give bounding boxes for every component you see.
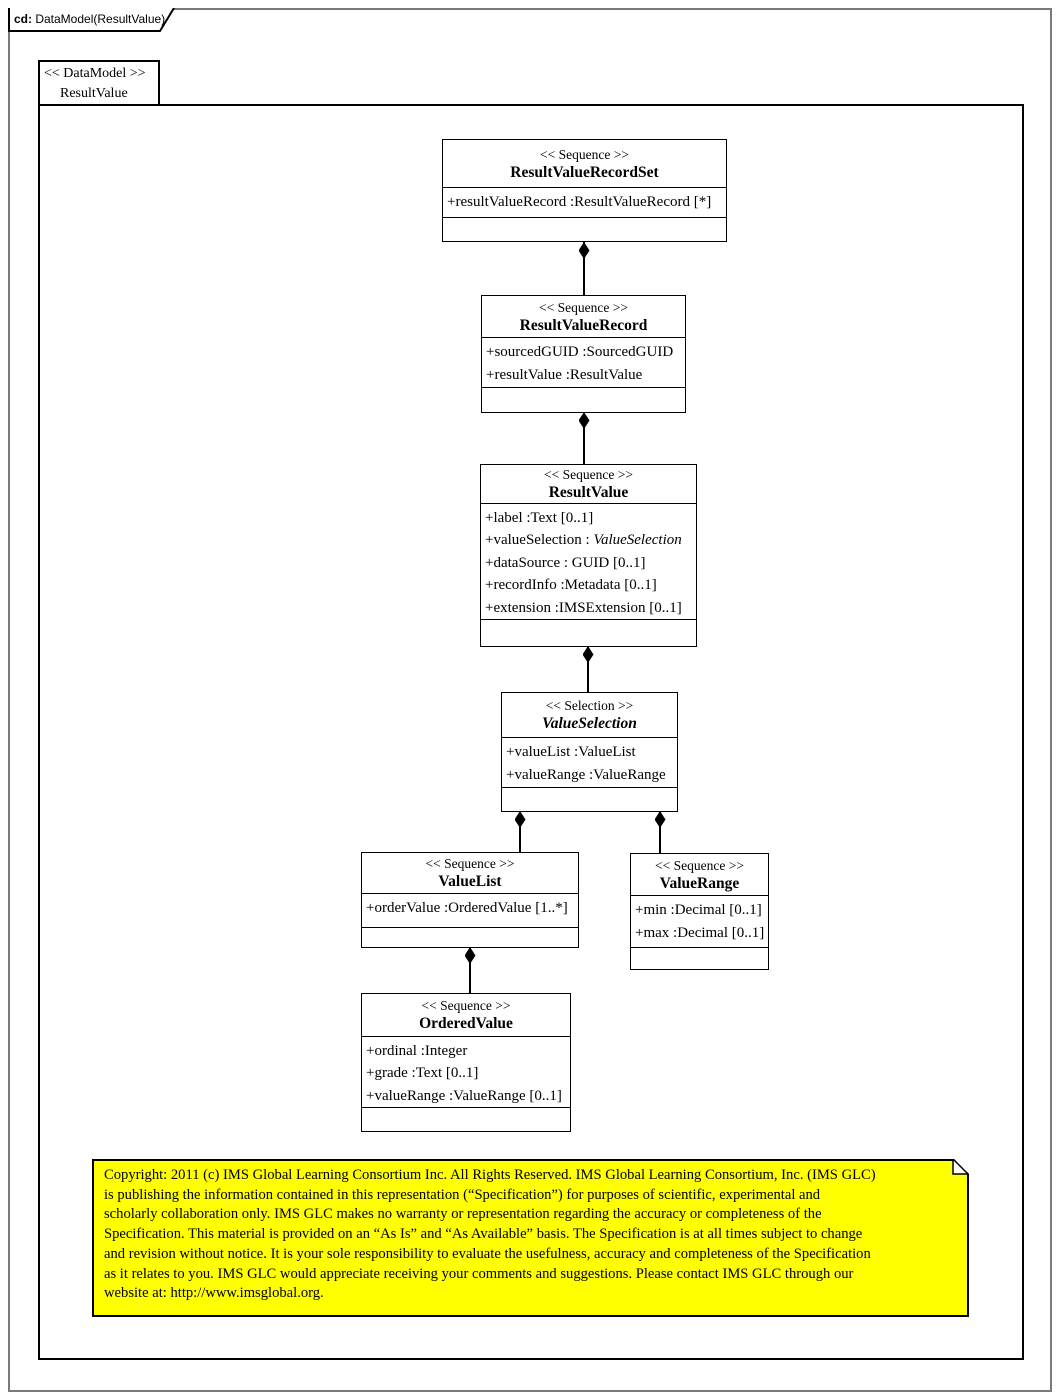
attributes-compartment: +resultValueRecord :ResultValueRecord [*… xyxy=(443,188,726,218)
composition-diamond-icon xyxy=(654,811,666,828)
class-header: << Sequence >> ResultValueRecord xyxy=(482,296,685,338)
connector-line xyxy=(583,242,585,295)
composition-resultvaluerecord-resultvalue[interactable] xyxy=(578,412,590,464)
composition-resultvalue-valueselection[interactable] xyxy=(582,646,594,692)
attributes-compartment: +valueList :ValueList +valueRange :Value… xyxy=(502,738,677,788)
composition-diamond-icon xyxy=(514,811,526,828)
note-background xyxy=(92,1159,969,1317)
attributes-compartment: +ordinal :Integer +grade :Text [0..1] +v… xyxy=(362,1037,570,1108)
class-name: ValueSelection xyxy=(542,715,637,732)
frame-stereotype: << DataModel >> xyxy=(44,66,146,81)
stereotype-label: << Sequence >> xyxy=(421,997,511,1013)
class-valuelist[interactable]: << Sequence >> ValueList +orderValue :Or… xyxy=(361,852,579,948)
attribute: +dataSource : GUID [0..1] xyxy=(485,554,646,571)
attribute: +resultValue :ResultValue xyxy=(486,366,643,383)
class-header: << Sequence >> OrderedValue xyxy=(362,994,570,1037)
connector-line xyxy=(587,646,589,692)
operations-compartment xyxy=(362,928,578,947)
attributes-compartment: +sourcedGUID :SourcedGUID +resultValue :… xyxy=(482,338,685,388)
composition-valuelist-orderedvalue[interactable] xyxy=(464,947,476,993)
class-name: ResultValue xyxy=(548,483,629,501)
composition-resultvaluerecordset-resultvaluerecord[interactable] xyxy=(578,242,590,295)
stereotype-label: << Selection >> xyxy=(545,698,634,713)
composition-diamond-icon xyxy=(578,242,590,259)
attribute: +orderValue :OrderedValue [1..*] xyxy=(366,900,568,916)
attribute: +valueSelection : ValueSelection xyxy=(485,532,682,548)
connector-line xyxy=(583,412,585,464)
operations-compartment xyxy=(362,1108,570,1131)
tab-outline-shape xyxy=(8,8,175,32)
operations-compartment xyxy=(502,788,677,811)
note-fold-corner-icon xyxy=(952,1159,969,1175)
attribute: +resultValueRecord :ResultValueRecord [*… xyxy=(447,194,712,210)
class-header: << Sequence >> ValueList xyxy=(362,853,578,894)
note-line: website at: http://www.imsglobal.org. xyxy=(104,1285,324,1302)
attribute: +valueList :ValueList xyxy=(506,744,636,760)
stereotype-label: << Sequence >> xyxy=(544,466,633,482)
operations-compartment xyxy=(631,948,768,969)
note-text: Copyright: 2011 (c) IMS Global Learning … xyxy=(92,1159,969,1317)
note-line: Copyright: 2011 (c) IMS Global Learning … xyxy=(104,1167,876,1183)
italic-type-ref: ValueSelection xyxy=(593,532,682,548)
diagram-title-prefix: cd: xyxy=(14,12,32,26)
copyright-note[interactable]: Copyright: 2011 (c) IMS Global Learning … xyxy=(92,1159,969,1317)
composition-diamond-icon xyxy=(578,412,590,429)
composition-diamond-icon xyxy=(464,947,476,964)
operations-compartment xyxy=(481,620,696,646)
operations-compartment xyxy=(482,388,685,412)
diagram-title: cd: DataModel(ResultValue) xyxy=(14,12,165,26)
class-header: << Selection >> ValueSelection xyxy=(502,693,677,738)
stereotype-label: << Sequence >> xyxy=(425,856,515,871)
attributes-compartment: +orderValue :OrderedValue [1..*] xyxy=(362,894,578,928)
attribute: +valueRange :ValueRange [0..1] xyxy=(366,1087,562,1104)
class-name: ValueRange xyxy=(659,874,740,892)
attributes-compartment: +label :Text [0..1] +valueSelection : Va… xyxy=(481,504,696,620)
page-border xyxy=(8,8,1052,1392)
connector-line xyxy=(469,947,471,993)
stereotype-label: << Sequence >> xyxy=(655,857,744,873)
attribute: +grade :Text [0..1] xyxy=(366,1065,479,1081)
class-name: ResultValueRecord xyxy=(519,316,648,334)
composition-diamond-icon xyxy=(582,646,594,663)
class-header: << Sequence >> ResultValueRecordSet xyxy=(443,140,726,188)
stereotype-label: << Sequence >> xyxy=(539,299,628,315)
frame-name: ResultValue xyxy=(60,86,128,101)
class-resultvaluerecord[interactable]: << Sequence >> ResultValueRecord +source… xyxy=(481,295,686,413)
attribute: +max :Decimal [0..1] xyxy=(635,924,765,941)
frame-tab: << DataModel >> ResultValue xyxy=(38,60,160,106)
class-valueselection[interactable]: << Selection >> ValueSelection +valueLis… xyxy=(501,692,678,812)
note-line: scholarly collaboration only. IMS GLC ma… xyxy=(104,1206,822,1223)
connector-line xyxy=(659,811,661,853)
note-line: Specification. This material is provided… xyxy=(104,1226,863,1243)
composition-valueselection-valuerange[interactable] xyxy=(654,811,666,853)
attribute: +min :Decimal [0..1] xyxy=(635,902,762,918)
attribute: +extension :IMSExtension [0..1] xyxy=(485,599,682,616)
class-name: OrderedValue xyxy=(419,1014,513,1032)
class-name: ResultValueRecordSet xyxy=(510,163,659,181)
diagram-title-tab: cd: DataModel(ResultValue) xyxy=(8,8,178,34)
note-line: is publishing the information contained … xyxy=(104,1186,821,1203)
operations-compartment xyxy=(443,218,726,241)
attribute: +ordinal :Integer xyxy=(366,1042,468,1059)
class-resultvaluerecordset[interactable]: << Sequence >> ResultValueRecordSet +res… xyxy=(442,139,727,242)
attribute: +label :Text [0..1] xyxy=(485,509,594,526)
class-resultvalue[interactable]: << Sequence >> ResultValue +label :Text … xyxy=(480,464,697,647)
attributes-compartment: +min :Decimal [0..1] +max :Decimal [0..1… xyxy=(631,896,768,948)
diagram-title-text: DataModel(ResultValue) xyxy=(32,12,166,26)
connector-line xyxy=(519,811,521,852)
note-line: and revision without notice. It is your … xyxy=(104,1245,871,1262)
class-name: ValueList xyxy=(438,873,502,890)
note-line: as it relates to you. IMS GLC would appr… xyxy=(104,1265,854,1282)
class-orderedvalue[interactable]: << Sequence >> OrderedValue +ordinal :In… xyxy=(361,993,571,1132)
stereotype-label: << Sequence >> xyxy=(540,146,629,162)
attribute: +recordInfo :Metadata [0..1] xyxy=(485,577,657,593)
composition-valueselection-valuelist[interactable] xyxy=(514,811,526,852)
class-valuerange[interactable]: << Sequence >> ValueRange +min :Decimal … xyxy=(630,853,769,970)
attribute: +sourcedGUID :SourcedGUID xyxy=(486,344,674,360)
class-header: << Sequence >> ValueRange xyxy=(631,854,768,896)
attribute: +valueRange :ValueRange xyxy=(506,766,666,783)
class-header: << Sequence >> ResultValue xyxy=(481,465,696,504)
